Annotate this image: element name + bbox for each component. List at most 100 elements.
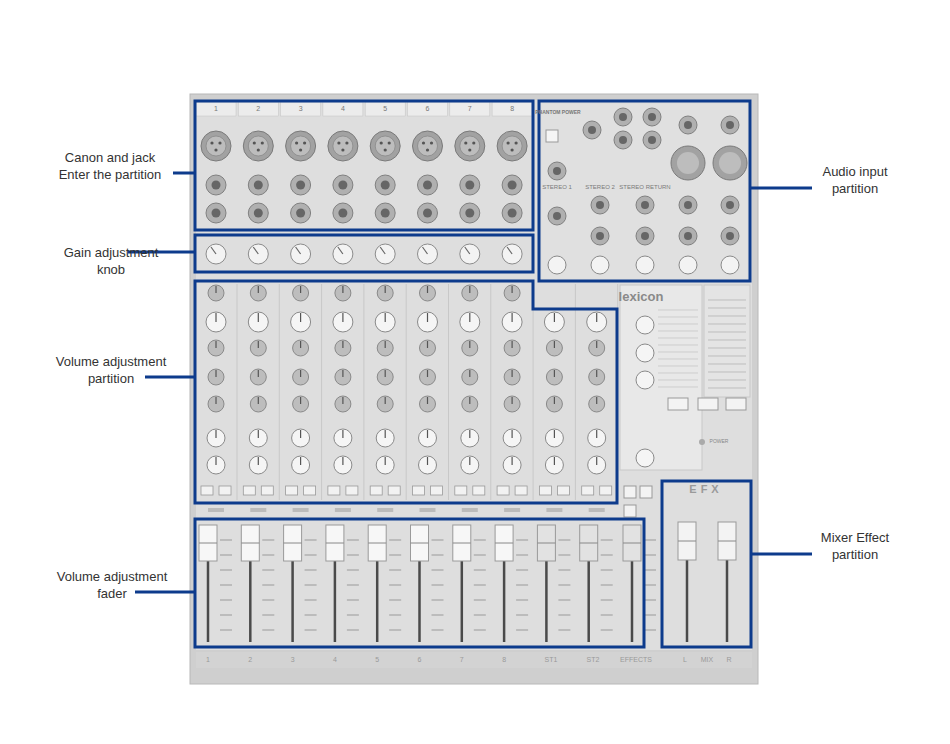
- knob-pointer: [427, 430, 428, 438]
- xlr-pin: [422, 141, 425, 144]
- eq-knob: [250, 396, 266, 412]
- eq-knob: [207, 456, 225, 474]
- preset-row: [708, 380, 746, 381]
- callout-label: Mixer Effect partition: [810, 529, 900, 563]
- fader-scale-mark: [305, 615, 317, 616]
- fader-scale-mark: [474, 555, 486, 556]
- fader-scale-mark: [601, 600, 613, 601]
- eq-knob: [546, 396, 562, 412]
- fader-scale-mark: [220, 615, 232, 616]
- eq-knob: [420, 340, 436, 356]
- channel-header: [323, 102, 363, 116]
- partition-outline: [195, 519, 644, 647]
- peak-led: [589, 508, 605, 512]
- xlr-socket: [671, 146, 705, 180]
- jack-socket: [614, 108, 632, 126]
- preset-row: [708, 388, 746, 389]
- eq-knob: [545, 456, 563, 474]
- panel-marking: MIX: [701, 656, 713, 663]
- jack-socket: [548, 207, 566, 225]
- fader-cap-line: [495, 543, 513, 544]
- jack-socket: [636, 227, 654, 245]
- panel-marking: 2: [256, 105, 260, 112]
- eq-knob: [545, 429, 563, 447]
- pfl-button: [582, 486, 594, 495]
- mute-button: [346, 486, 358, 495]
- power-led: [699, 439, 705, 445]
- panel-marking: 7: [468, 105, 472, 112]
- xlr-socket: [286, 131, 316, 161]
- knob-pointer: [465, 247, 470, 254]
- fader-scale-mark: [305, 630, 317, 631]
- fader-scale-mark: [389, 585, 401, 586]
- xlr-pin: [426, 148, 429, 151]
- eq-knob: [334, 456, 352, 474]
- peak-led: [335, 508, 351, 512]
- fader-scale-mark: [644, 615, 656, 616]
- channel-header: [408, 102, 448, 116]
- gain-knob: [460, 244, 480, 264]
- fader-scale-mark: [262, 540, 274, 541]
- level-knob: [636, 256, 654, 274]
- xlr-pin: [214, 148, 217, 151]
- callout-label: Volume adjustment partition: [49, 353, 173, 387]
- xlr-socket: [201, 131, 231, 161]
- leader-line: [145, 376, 195, 379]
- jack-hole: [212, 181, 221, 190]
- preset-row: [708, 300, 746, 301]
- fader-scale-mark: [262, 615, 274, 616]
- preset-row: [708, 316, 746, 317]
- preset-row: [658, 310, 698, 311]
- jack-socket: [721, 196, 739, 214]
- jack-hole: [296, 181, 305, 190]
- jack-hole: [596, 232, 604, 240]
- xlr-insert: [418, 136, 438, 156]
- fader-cap-line: [580, 543, 598, 544]
- fader-scale-mark: [220, 630, 232, 631]
- knob-pointer: [596, 341, 597, 348]
- preset-row: [658, 324, 698, 325]
- jack-hole: [588, 126, 596, 134]
- knob-pointer: [258, 313, 259, 322]
- fader-scale-mark: [432, 615, 444, 616]
- knob-pointer: [253, 247, 258, 254]
- fader-scale-mark: [516, 630, 528, 631]
- xlr-pin: [472, 141, 475, 144]
- fader-scale-mark: [516, 570, 528, 571]
- jack-socket: [206, 175, 226, 195]
- fader-cap: [368, 525, 386, 561]
- jack-hole: [726, 121, 734, 129]
- pfl-button: [370, 486, 382, 495]
- fader-scale-mark: [432, 555, 444, 556]
- knob-pointer: [300, 430, 301, 438]
- knob-pointer: [554, 370, 555, 377]
- mute-button: [557, 486, 569, 495]
- partition-outline: [195, 235, 533, 272]
- fader-scale-mark: [262, 585, 274, 586]
- eq-knob: [420, 285, 436, 301]
- knob-pointer: [258, 397, 259, 404]
- eq-knob: [504, 340, 520, 356]
- fader-cap-line: [284, 543, 302, 544]
- panel-marking: 5: [375, 656, 379, 663]
- xlr-pin: [303, 141, 306, 144]
- fader-scale-mark: [389, 600, 401, 601]
- jack-hole: [508, 209, 517, 218]
- panel-marking: 6: [418, 656, 422, 663]
- xlr-pin: [507, 141, 510, 144]
- panel-marking: lexicon: [619, 290, 664, 303]
- panel-marking: STEREO RETURN: [619, 184, 670, 190]
- gain-knob: [206, 244, 226, 264]
- eq-knob: [335, 396, 351, 412]
- xlr-insert: [333, 136, 353, 156]
- fader-scale-mark: [220, 555, 232, 556]
- fader-scale-mark: [305, 570, 317, 571]
- xlr-socket: [328, 131, 358, 161]
- knob-pointer: [469, 286, 470, 293]
- gain-knob: [333, 244, 353, 264]
- eq-knob: [462, 340, 478, 356]
- knob-pointer: [596, 313, 597, 322]
- xlr-pin: [384, 148, 387, 151]
- fader-scale-mark: [558, 585, 570, 586]
- panel-marking: PHANTOM POWER: [535, 110, 580, 115]
